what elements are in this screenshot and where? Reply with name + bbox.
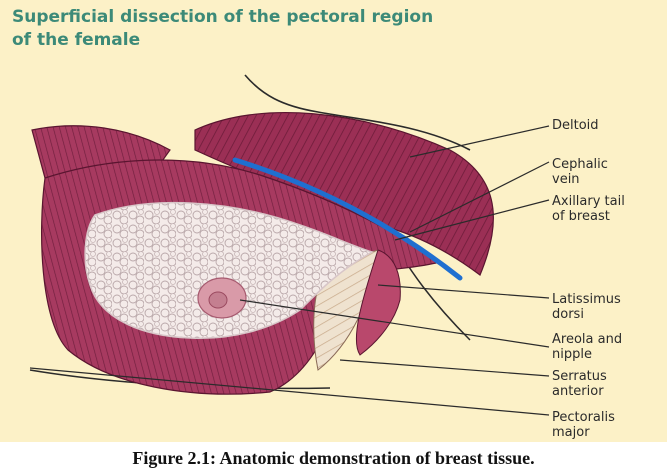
- figure-title-line-1: Superficial dissection of the pectoral r…: [12, 7, 434, 27]
- label-latissimus-dorsi-line-1: Latissimus: [552, 292, 621, 307]
- label-serratus-anterior-line-1: Serratus: [552, 369, 607, 384]
- label-serratus-anterior-line-2: anterior: [552, 384, 604, 399]
- label-areola-nipple-line-1: Areola and: [552, 332, 623, 347]
- figure-frame: Superficial dissection of the pectoral r…: [0, 0, 667, 442]
- label-cephalic-vein: Cephalic vein: [552, 157, 608, 187]
- latissimus-dorsi-muscle: [355, 249, 401, 356]
- leader-pectoralis-major: [29, 367, 550, 416]
- label-deltoid-line-1: Deltoid: [552, 118, 599, 133]
- cephalic-vein-path: [232, 157, 463, 281]
- leader-cephalic-vein: [409, 161, 550, 233]
- label-axillary-tail-line-2: of breast: [552, 209, 610, 224]
- nipple: [208, 291, 228, 309]
- neck-outline: [244, 74, 471, 151]
- label-deltoid: Deltoid: [552, 118, 599, 133]
- figure-caption: Figure 2.1: Anatomic demonstration of br…: [132, 448, 535, 468]
- label-latissimus-dorsi: Latissimus dorsi: [552, 292, 621, 322]
- leader-deltoid: [409, 125, 550, 158]
- leader-latissimus-dorsi: [377, 284, 550, 299]
- leader-areola-nipple: [239, 299, 550, 348]
- label-axillary-tail-line-1: Axillary tail: [552, 194, 625, 209]
- label-areola-nipple: Areola and nipple: [552, 332, 622, 362]
- label-cephalic-vein-line-2: vein: [552, 172, 580, 187]
- label-pectoralis-major-line-2: major: [552, 425, 590, 440]
- leader-axillary-tail: [394, 199, 550, 241]
- figure-title-line-2: of the female: [12, 30, 141, 50]
- label-axillary-tail: Axillary tail of breast: [552, 194, 625, 224]
- label-serratus-anterior: Serratus anterior: [552, 369, 607, 399]
- breast-glandular-tissue: [84, 201, 374, 339]
- figure-title: Superficial dissection of the pectoral r…: [12, 6, 433, 52]
- label-pectoralis-major: Pectoralis major: [552, 410, 615, 440]
- leader-serratus-anterior: [339, 359, 550, 377]
- label-areola-nipple-line-2: nipple: [552, 347, 592, 362]
- label-latissimus-dorsi-line-2: dorsi: [552, 307, 584, 322]
- label-pectoralis-major-line-1: Pectoralis: [552, 410, 615, 425]
- label-cephalic-vein-line-1: Cephalic: [552, 157, 608, 172]
- dissection-illustration: [29, 74, 550, 416]
